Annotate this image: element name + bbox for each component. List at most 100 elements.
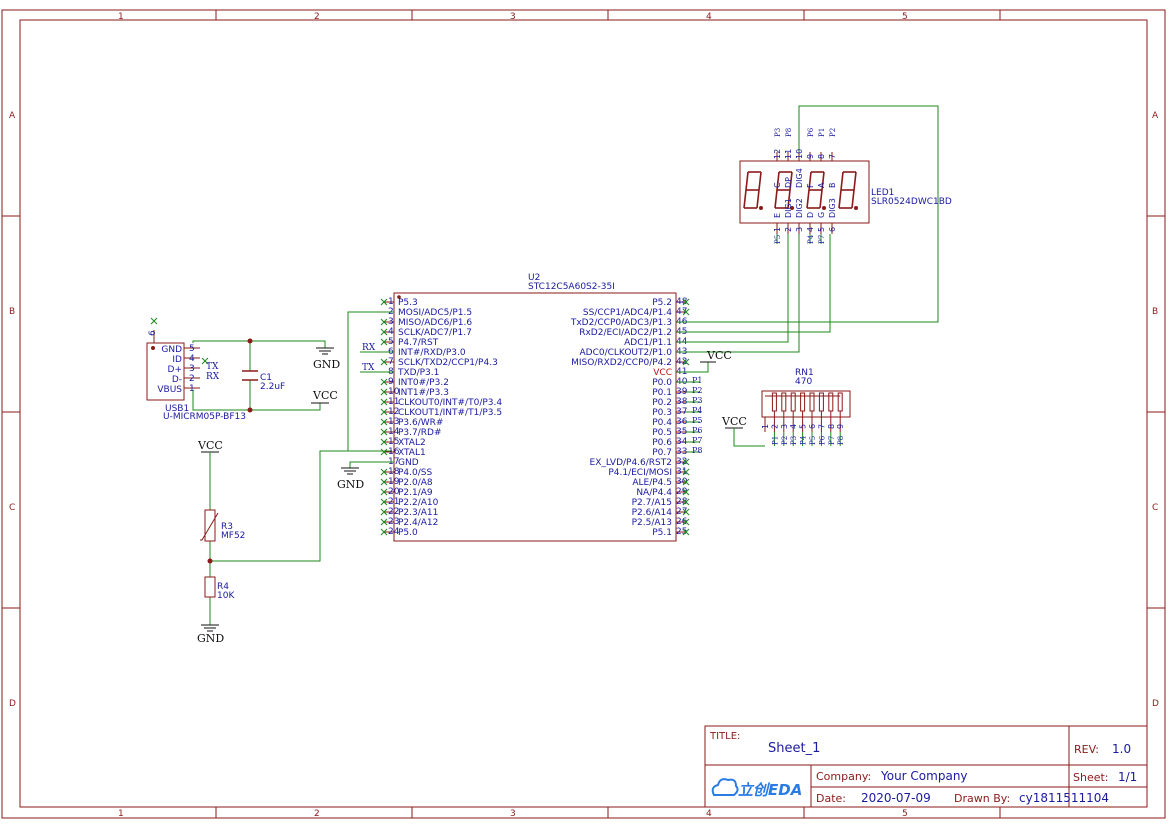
u2-pin-name: INT1#/P3.3 (398, 388, 449, 398)
u2-pin-number: 29 (676, 487, 688, 497)
usb-pin-name: ID (172, 355, 182, 365)
rn1-net-label: P8 (837, 436, 845, 445)
u2-pin-number: 31 (676, 467, 687, 477)
rn1-pin-number: 1 (761, 424, 770, 429)
mcu-u2[interactable]: U2 STC12C5A60S2-35I P5.31MOSI/ADC5/P1.52… (380, 273, 702, 542)
u2-p0-net-label: P4 (692, 406, 702, 415)
u2-pin-number: 15 (388, 437, 399, 447)
gnd-symbol-r4: GND (197, 624, 224, 645)
rn1-net-label: P4 (800, 435, 808, 445)
thermistor-r3[interactable]: R3 MF52 (200, 509, 245, 542)
led-pin-number: 10 (795, 149, 804, 159)
row-label-left: B (9, 307, 15, 317)
no-connect-mark (380, 528, 388, 536)
vcc-symbol-rn1: VCC (721, 415, 747, 429)
u2-pin-number: 22 (388, 507, 399, 517)
u2-pin-name: XTAL1 (398, 448, 426, 458)
column-label-top: 3 (510, 12, 516, 22)
column-label-top: 1 (118, 12, 124, 22)
rn1-pin-number: 6 (808, 424, 817, 429)
u2-pin-number: 13 (388, 417, 399, 427)
usb-tx-net: TX (206, 362, 219, 372)
usb-pin-name: D+ (168, 365, 182, 375)
led-pin-number: 12 (773, 149, 782, 159)
u2-pin-number: 42 (676, 357, 687, 367)
led-net-label: P4 (807, 234, 815, 244)
row-label-right: D (1152, 699, 1159, 709)
led-pin-name: C (773, 182, 782, 188)
led-pin-number: 4 (806, 227, 815, 232)
resistor-r4[interactable]: R4 10K (204, 576, 235, 601)
led-net-label: P8 (785, 128, 793, 137)
rn1-pin-number: 8 (827, 424, 836, 429)
rn1-net-label: P7 (828, 436, 836, 445)
capacitor-c1[interactable]: C1 2.2uF (242, 370, 285, 392)
row-label-right: B (1152, 307, 1158, 317)
no-connect-mark (380, 398, 388, 406)
drawn-by-label: Drawn By: (954, 792, 1010, 805)
sheet-value: 1/1 (1118, 770, 1137, 784)
usb-pin-number: 2 (189, 374, 195, 384)
u2-pin-number: 14 (388, 427, 400, 437)
no-connect-mark (682, 298, 690, 306)
rn1-vcc-wire (733, 428, 765, 447)
rn1-net-label: P6 (818, 435, 826, 445)
u2-pin-name: INT#/RXD/P3.0 (398, 348, 466, 358)
u2-p0-net-label: P7 (692, 436, 702, 445)
u2-pin-number: 30 (676, 477, 688, 487)
led-net-label: P1 (818, 128, 826, 137)
led-pin-name: DIG3 (828, 198, 837, 218)
no-connect-mark (682, 458, 690, 466)
u2-pin-number: 9 (388, 377, 394, 387)
led-pin-number: 8 (817, 154, 826, 159)
no-connect-mark (380, 358, 388, 366)
rn1-pin-number: 3 (780, 424, 789, 429)
led-pin-number: 1 (773, 227, 782, 232)
u2-pin-name: ALE/P4.5 (632, 478, 672, 488)
r4-ref: R4 (217, 582, 229, 592)
usb-pin-name: D- (172, 375, 182, 385)
date-label: Date: (816, 792, 846, 805)
seven-segment-digit (806, 171, 826, 211)
u2-pin-name: P0.7 (652, 448, 672, 458)
led-net-label: P7 (818, 235, 826, 244)
u2-p0-net-label: P6 (692, 426, 702, 435)
u2-pin-name: MISO/ADC6/P1.6 (398, 318, 472, 328)
u2-pin-number: 20 (388, 487, 400, 497)
lceda-logo: 立创EDA (711, 778, 802, 799)
u2-pin-number: 38 (676, 397, 688, 407)
rn1-pin-number: 2 (770, 424, 779, 429)
no-connect-mark (682, 308, 690, 316)
no-connect-mark (380, 498, 388, 506)
no-connect-mark (380, 298, 388, 306)
no-connect-mark (682, 508, 690, 516)
vcc-symbol-usb: VCC (311, 389, 338, 404)
column-label-bottom: 2 (314, 809, 320, 819)
u2-pin-number: 27 (676, 507, 687, 517)
u2-pin-number: 4 (388, 327, 394, 337)
led-pin-number: 2 (784, 227, 793, 232)
u2-pin-name: P0.5 (652, 428, 672, 438)
u2-pin-number: 10 (388, 387, 400, 397)
usb-pin-number: 3 (189, 364, 195, 374)
seven-segment-digit (774, 171, 794, 211)
led-pin-name: B (828, 183, 837, 189)
u2-pin-name: P2.3/A11 (398, 508, 438, 518)
no-connect-mark (380, 388, 388, 396)
usb-pin-number: 1 (189, 384, 195, 394)
usb-pin-number: 5 (189, 344, 195, 354)
u2-pin-name: ADC1/P1.1 (624, 338, 672, 348)
no-connect-mark (682, 528, 690, 536)
u2-pin-number: 24 (388, 527, 400, 537)
no-connect-mark (682, 498, 690, 506)
row-label-left: A (9, 111, 16, 121)
led-pin-name: E (773, 213, 782, 218)
led-pin-number: 3 (795, 227, 804, 232)
vcc-label-u2: VCC (706, 349, 732, 362)
gnd-label-usb: GND (313, 358, 340, 371)
u2-pin-number: 7 (388, 357, 394, 367)
no-connect-mark (380, 448, 388, 456)
